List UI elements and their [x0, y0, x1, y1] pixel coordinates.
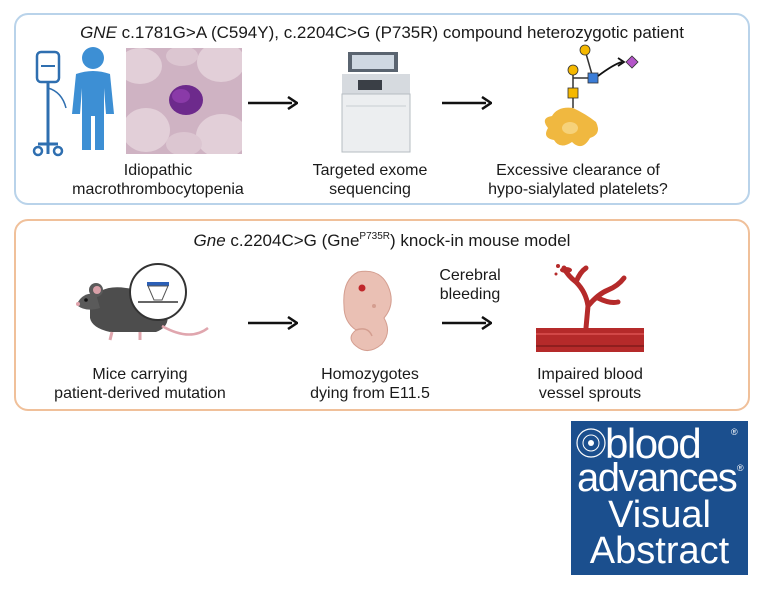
- logo-line-blood: blood: [605, 420, 702, 467]
- caption-line: hypo-sialylated platelets?: [488, 181, 668, 198]
- caption-line: Targeted exome: [312, 162, 428, 179]
- arrow-right-icon: [248, 96, 298, 110]
- model-description: ) knock-in mouse model: [389, 231, 571, 250]
- sequencing-caption: Targeted exome sequencing: [290, 161, 450, 199]
- patient-caption: Idiopathic macrothrombocytopenia: [48, 161, 268, 199]
- clearance-caption: Excessive clearance of hypo-sialylated p…: [478, 161, 678, 199]
- arrow-label-line: bleeding: [439, 286, 501, 303]
- iv-drip-icon: [32, 50, 67, 157]
- arrow-right-icon: [442, 316, 492, 330]
- embryo-icon: [343, 270, 392, 351]
- caption-line: Excessive clearance of: [496, 162, 660, 179]
- caption-line: Idiopathic: [123, 162, 193, 179]
- caption-line: macrothrombocytopenia: [72, 181, 244, 198]
- patient-panel-title: GNE c.1781G>A (C594Y), c.2204C>G (P735R)…: [16, 23, 748, 43]
- blood-smear-image: [126, 48, 242, 154]
- registered-mark: ®: [731, 427, 738, 437]
- society-seal-icon: [576, 428, 606, 458]
- gene-name: GNE: [80, 23, 117, 42]
- arrow-label: Cerebral bleeding: [420, 266, 520, 304]
- arrow-right-icon: [442, 96, 492, 110]
- logo-line-advances: advances: [577, 456, 738, 500]
- arrow-label-line: Cerebral: [439, 267, 501, 284]
- arrow-right-icon: [248, 316, 298, 330]
- mutation-description: c.2204C>G (Gne: [225, 231, 360, 250]
- caption-line: Mice carrying: [92, 366, 188, 383]
- mouse-model-panel: Gne c.2204C>G (GneP735R) knock-in mouse …: [14, 219, 750, 411]
- caption-line: dying from E11.5: [310, 385, 430, 402]
- caption-line: patient-derived mutation: [54, 385, 226, 402]
- glycan-platelet-icon: [544, 44, 639, 147]
- mouse-model-panel-title: Gne c.2204C>G (GneP735R) knock-in mouse …: [16, 231, 748, 251]
- vessels-caption: Impaired blood vessel sprouts: [510, 365, 670, 403]
- blood-vessel-icon: [536, 264, 644, 352]
- homozygotes-caption: Homozygotes dying from E11.5: [290, 365, 450, 403]
- registered-mark: ®: [737, 463, 744, 473]
- mutation-description: c.1781G>A (C594Y), c.2204C>G (P735R) com…: [116, 23, 684, 42]
- sequencer-icon: [341, 52, 411, 153]
- logo-line-abstract: Abstract: [589, 530, 730, 572]
- gene-name: Gne: [193, 231, 226, 250]
- allele-superscript: P735R: [359, 231, 390, 242]
- logo-line-visual: Visual: [608, 494, 711, 536]
- caption-line: Impaired blood: [537, 366, 643, 383]
- caption-line: vessel sprouts: [538, 385, 642, 402]
- caption-line: Homozygotes: [321, 366, 419, 383]
- mice-caption: Mice carrying patient-derived mutation: [40, 365, 240, 403]
- blood-advances-logo: blood ® advances ® Visual Abstract: [571, 421, 748, 575]
- patient-icon: [72, 47, 114, 150]
- mouse-icon: [76, 263, 209, 341]
- caption-line: sequencing: [329, 181, 411, 198]
